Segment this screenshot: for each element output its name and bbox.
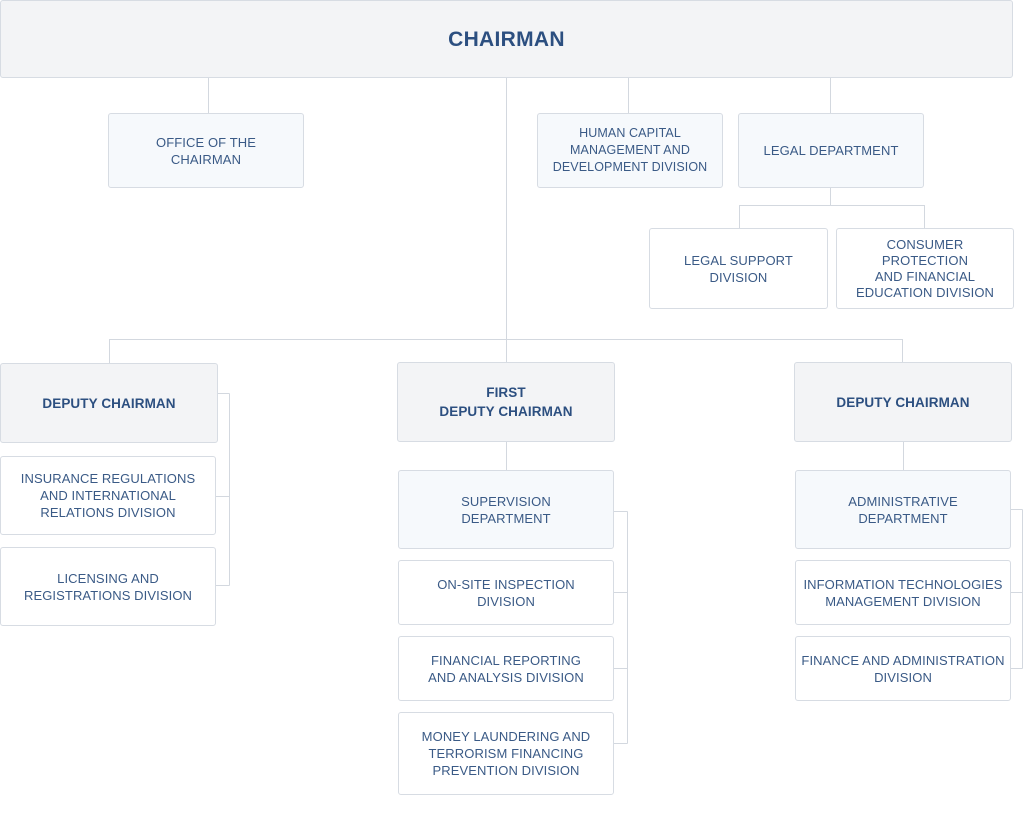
it-management-division-box: INFORMATION TECHNOLOGIES MANAGEMENT DIVI…: [795, 560, 1011, 625]
left-deputy-chairman-box: DEPUTY CHAIRMAN: [0, 363, 218, 443]
financial-reporting-division-box: FINANCIAL REPORTING AND ANALYSIS DIVISIO…: [398, 636, 614, 701]
supervision-department-box: SUPERVISION DEPARTMENT: [398, 470, 614, 549]
legal-department-box: LEGAL DEPARTMENT: [738, 113, 924, 188]
legal-support-division-box: LEGAL SUPPORT DIVISION: [649, 228, 828, 309]
on-site-inspection-division-box: ON-SITE INSPECTION DIVISION: [398, 560, 614, 625]
consumer-protection-division-box: CONSUMER PROTECTION AND FINANCIAL EDUCAT…: [836, 228, 1014, 309]
human-capital-division-box: HUMAN CAPITAL MANAGEMENT AND DEVELOPMENT…: [537, 113, 723, 188]
money-laundering-prevention-division-box: MONEY LAUNDERING AND TERRORISM FINANCING…: [398, 712, 614, 795]
office-of-chairman-box: OFFICE OF THE CHAIRMAN: [108, 113, 304, 188]
right-deputy-chairman-box: DEPUTY CHAIRMAN: [794, 362, 1012, 442]
chairman-box: CHAIRMAN: [0, 0, 1013, 78]
administrative-department-box: ADMINISTRATIVE DEPARTMENT: [795, 470, 1011, 549]
licensing-registrations-division-box: LICENSING AND REGISTRATIONS DIVISION: [0, 547, 216, 626]
finance-administration-division-box: FINANCE AND ADMINISTRATION DIVISION: [795, 636, 1011, 701]
first-deputy-chairman-box: FIRST DEPUTY CHAIRMAN: [397, 362, 615, 442]
insurance-regulations-division-box: INSURANCE REGULATIONS AND INTERNATIONAL …: [0, 456, 216, 535]
